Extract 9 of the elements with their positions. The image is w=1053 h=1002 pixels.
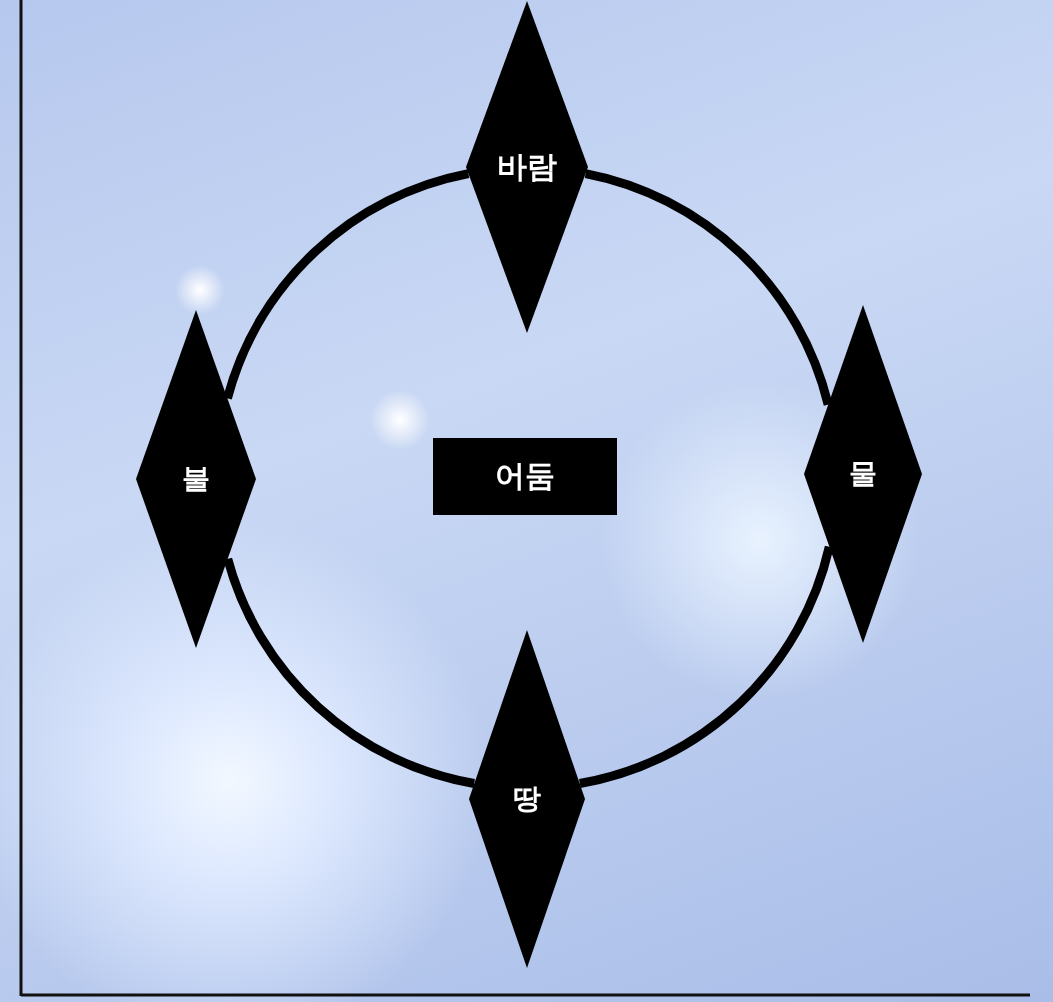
diamond-label: 불: [182, 461, 210, 497]
circle-arc: [578, 545, 834, 788]
diamond-label: 땅: [513, 781, 541, 817]
label-box: 어둠: [433, 438, 617, 515]
diamond-label: 물: [849, 456, 877, 492]
circle-arc: [223, 557, 476, 788]
diamond-label: 바람: [497, 147, 557, 186]
circle-arc: [584, 169, 833, 406]
circle-arc: [223, 169, 470, 400]
